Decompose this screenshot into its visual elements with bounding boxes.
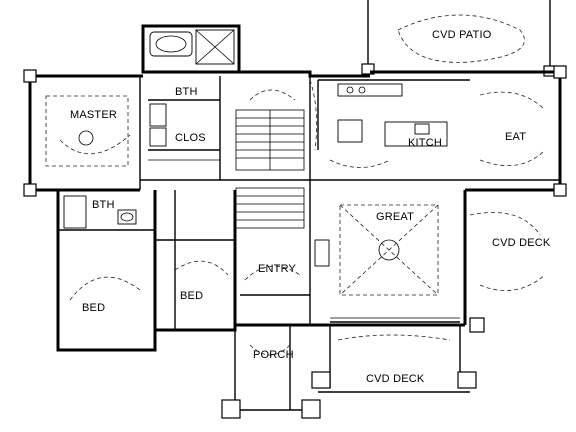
cvd-deck-bottom [221, 317, 485, 419]
vanity-lower [117, 209, 137, 225]
kitchen-fixtures [317, 79, 470, 150]
room-label-master: MASTER [70, 109, 117, 121]
room-label-bth-lower: BTH [92, 199, 115, 211]
room-label-cvd-deck-right: CVD DECK [492, 237, 551, 249]
room-label-entry: ENTRY [258, 263, 297, 275]
ceiling-outlines [45, 95, 439, 296]
master-closet-fixtures [148, 103, 220, 161]
staircase [235, 109, 305, 229]
room-label-porch: PORCH [253, 349, 294, 361]
sink [414, 123, 430, 135]
fireplace [314, 239, 330, 267]
room-label-clos: CLOS [175, 132, 206, 144]
room-label-kitch: KITCH [408, 137, 442, 149]
tub-lower [63, 195, 87, 229]
room-label-great: GREAT [376, 211, 414, 223]
wiring-runs [59, 79, 546, 356]
interior-walls [58, 76, 560, 330]
corner-posts [23, 65, 567, 197]
range [337, 83, 403, 97]
ceiling-fan-master [78, 130, 94, 146]
room-label-bed-right: BED [180, 290, 203, 302]
fridge [337, 119, 363, 143]
great-room-details [314, 239, 460, 323]
room-label-cvd-patio: CVD PATIO [432, 29, 492, 41]
upper-bath-block [141, 24, 241, 74]
room-label-bth-upper: BTH [175, 86, 198, 98]
room-label-cvd-deck-bottom: CVD DECK [366, 373, 425, 385]
lower-bath-fixtures [63, 195, 137, 229]
room-label-bed-left: BED [82, 302, 105, 314]
ceiling-fan-great [378, 239, 400, 261]
exterior-walls [28, 70, 562, 411]
room-label-eat: EAT [505, 131, 526, 143]
